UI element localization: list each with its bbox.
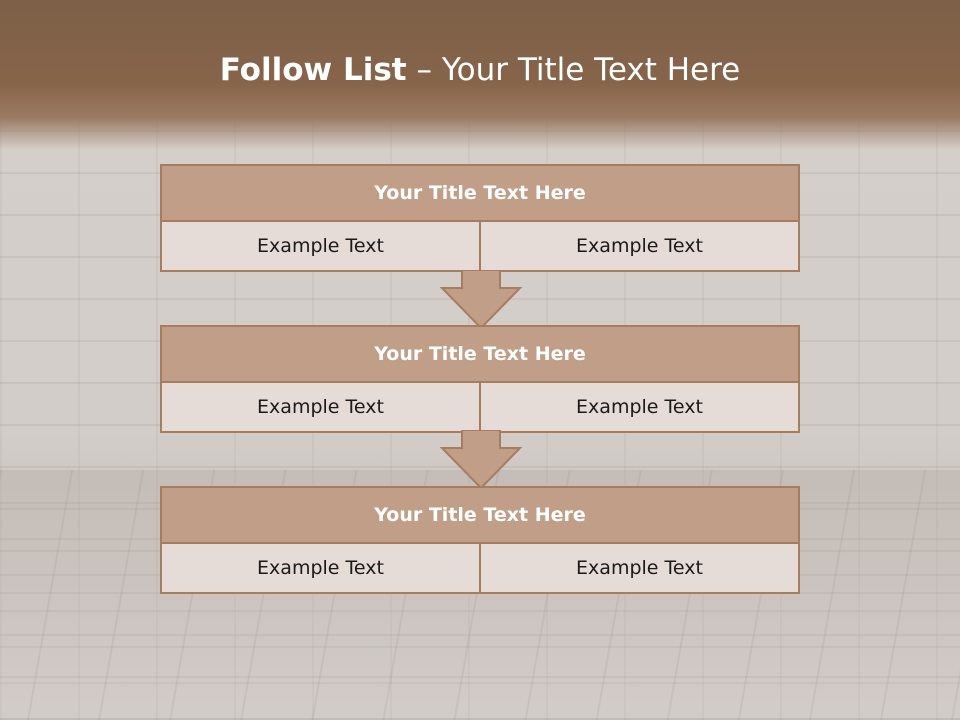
header-band (0, 0, 960, 150)
down-arrow-1 (440, 270, 522, 330)
block-3-cell-left: Example Text (257, 557, 384, 579)
block-1-cell-right: Example Text (479, 222, 798, 270)
title-bold-part: Follow List (219, 52, 407, 88)
list-block-2: Your Title Text Here Example Text Exampl… (160, 325, 800, 433)
block-row-2: Example Text Example Text (162, 383, 798, 431)
block-2-cell-left: Example Text (257, 396, 384, 418)
down-arrow-2 (440, 430, 522, 490)
block-title-3: Your Title Text Here (162, 488, 798, 544)
title-rest-part: – Your Title Text Here (406, 52, 741, 88)
list-block-1: Your Title Text Here Example Text Exampl… (160, 164, 800, 272)
block-2-cell-right: Example Text (479, 383, 798, 431)
block-row-1: Example Text Example Text (162, 222, 798, 270)
block-title-1: Your Title Text Here (162, 166, 798, 222)
block-row-3: Example Text Example Text (162, 544, 798, 592)
slide-title: Follow List – Your Title Text Here (0, 52, 960, 88)
block-1-cell-left: Example Text (257, 235, 384, 257)
block-3-cell-right: Example Text (479, 544, 798, 592)
list-block-3: Your Title Text Here Example Text Exampl… (160, 486, 800, 594)
block-title-2: Your Title Text Here (162, 327, 798, 383)
